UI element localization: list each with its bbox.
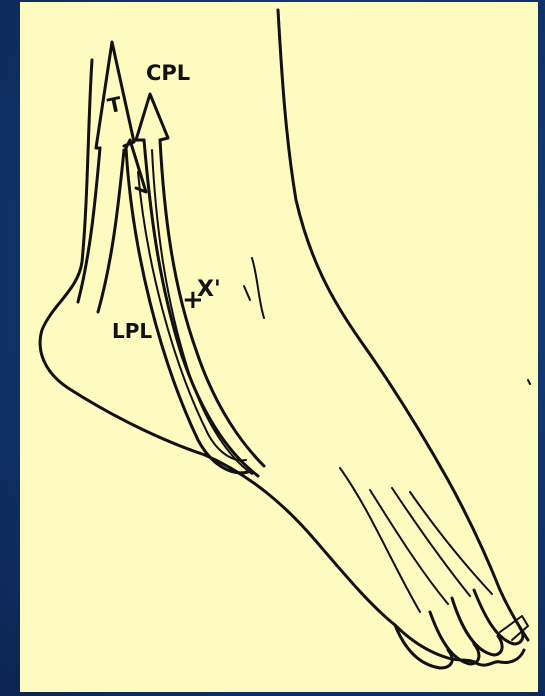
label-t: T — [105, 92, 124, 118]
toe-outline-3 — [452, 598, 502, 655]
extensor-tendon-1 — [340, 468, 420, 612]
label-lpl: LPL — [112, 319, 152, 343]
small-mark — [528, 380, 530, 384]
achilles-tendon-front — [98, 150, 124, 312]
plus-marker-icon: + — [182, 285, 204, 315]
cpl-tendon-front — [160, 140, 264, 466]
extensor-tendon-2 — [370, 490, 448, 604]
achilles-tendon-back — [78, 148, 100, 302]
label-cpl: CPL — [146, 61, 190, 85]
malleolus-contour-short — [244, 286, 250, 300]
arrow-cpl — [136, 94, 168, 140]
malleolus-contour — [252, 258, 264, 318]
heel-sole-outline — [40, 60, 524, 665]
shin-dorsum-outline — [278, 10, 528, 640]
